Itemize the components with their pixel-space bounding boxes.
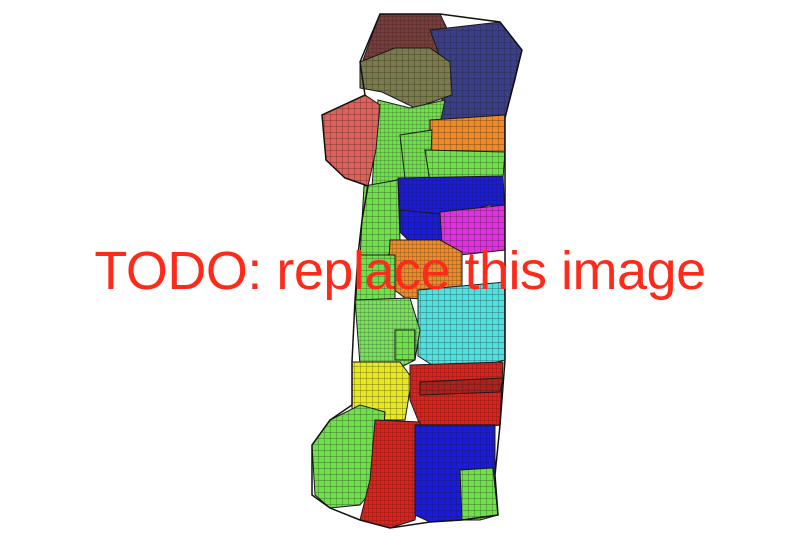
mesh-regions — [311, 13, 523, 529]
mesh-region-yellow-mesh-lines — [352, 362, 412, 420]
mesh-region-top-navy-mesh-lines — [430, 22, 522, 120]
mesh-region-green-strip-mesh-lines — [425, 150, 505, 183]
mesh-region-blue-foot-mesh-lines — [415, 425, 495, 522]
mesh-region-orange-mid-mesh-lines — [388, 240, 462, 300]
mesh-region-salmon-overhang-mesh-lines — [322, 95, 380, 186]
mesh-region-red-band-mesh-lines — [420, 378, 503, 395]
mesh-outline — [311, 13, 523, 529]
mesh-region-green-foot-right-mesh-lines — [460, 468, 498, 520]
placeholder-overlay-text: TODO: replace this image — [94, 241, 706, 301]
mesh-region-magenta-mesh-lines — [440, 205, 505, 255]
mesh-region-red-foot-mesh-lines — [360, 420, 422, 528]
mesh-region-green-pocket-mesh-lines — [395, 330, 415, 360]
mesh-region-blue-side-mesh-lines — [400, 210, 450, 242]
mesh-region-top-olive-mesh-lines — [360, 48, 452, 108]
mesh-region-red-mid-mesh-lines — [410, 362, 503, 430]
mesh-region-green-mid-mesh-lines — [400, 130, 432, 178]
mesh-region-green-band-mesh-lines — [356, 255, 395, 310]
mesh-region-cyan-mesh-lines — [418, 282, 505, 370]
mesh-region-green-foot-left-mesh-lines — [312, 405, 385, 508]
mesh-region-green-left-mesh-lines — [360, 180, 400, 258]
